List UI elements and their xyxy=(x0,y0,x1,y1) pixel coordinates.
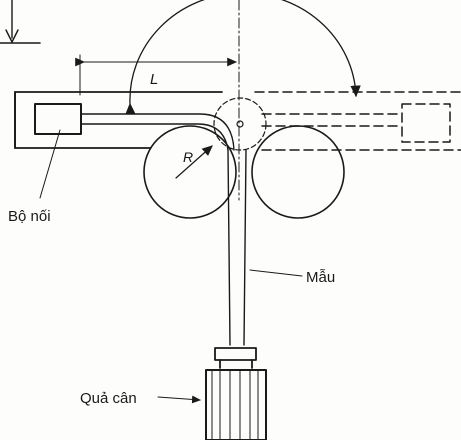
sample-label: Mẫu xyxy=(306,269,335,286)
weight-label: Quả cân xyxy=(80,390,137,407)
sample-leader xyxy=(249,269,303,277)
pivot-circle xyxy=(213,97,267,151)
connector-clamp xyxy=(34,103,82,135)
rotated-arm xyxy=(254,91,461,151)
swing-arc xyxy=(125,0,361,115)
radius-line xyxy=(175,145,213,179)
connector-leader xyxy=(39,129,61,199)
pivot-point xyxy=(236,120,244,128)
left-mandrel xyxy=(143,125,237,219)
reference-marker xyxy=(0,0,41,44)
weight-leader xyxy=(157,395,201,404)
sample-strip xyxy=(227,149,247,346)
lower-clamp xyxy=(214,347,257,369)
weight-block xyxy=(205,369,267,440)
connector-label: Bộ nối xyxy=(8,208,51,225)
right-mandrel xyxy=(251,125,345,219)
length-label: L xyxy=(150,71,158,88)
fixed-arm xyxy=(14,91,223,149)
length-dimension xyxy=(75,54,238,96)
radius-label: R xyxy=(183,149,193,165)
